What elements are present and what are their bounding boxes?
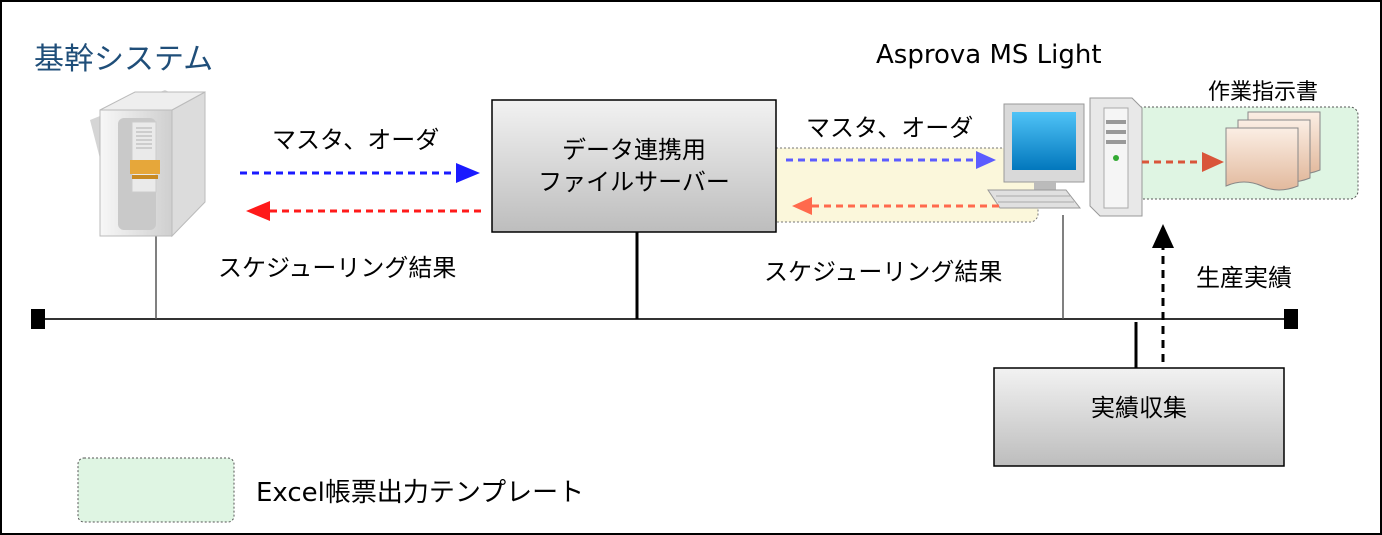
file-server-label: データ連携用 ファイルサーバー bbox=[492, 100, 776, 232]
file-server-box bbox=[491, 99, 777, 233]
core-system-title: 基幹システム bbox=[34, 42, 214, 77]
arrow-master-order-right bbox=[786, 151, 996, 169]
file-server-label-line2: ファイルサーバー bbox=[538, 168, 730, 196]
computer-icon bbox=[987, 97, 1143, 217]
legend-label: Excel帳票出力テンプレート bbox=[256, 478, 585, 508]
document-stack-icon bbox=[1225, 111, 1321, 191]
right-bottom-arrow-label: スケジューリング結果 bbox=[764, 258, 1003, 286]
left-bottom-arrow-label: スケジューリング結果 bbox=[218, 254, 457, 282]
arrow-schedule-result-right bbox=[792, 197, 1002, 215]
legend-swatch bbox=[77, 457, 235, 523]
arrow-master-order-left bbox=[240, 163, 480, 183]
arrow-schedule-result-left bbox=[246, 201, 482, 221]
network-terminator-left bbox=[31, 309, 45, 329]
network-terminator-right bbox=[1284, 309, 1298, 329]
file-server-label-line1: データ連携用 bbox=[561, 135, 706, 164]
asprova-title: Asprova MS Light bbox=[876, 40, 1102, 70]
work-instructions-label: 作業指示書 bbox=[1208, 80, 1319, 105]
results-collection-label: 実績収集 bbox=[1091, 393, 1187, 422]
results-collection-box bbox=[993, 367, 1285, 467]
right-top-arrow-label: マスタ、オーダ bbox=[806, 114, 974, 142]
left-top-arrow-label: マスタ、オーダ bbox=[272, 126, 440, 154]
production-results-label: 生産実績 bbox=[1196, 264, 1292, 292]
arrow-to-work-instructions bbox=[1142, 152, 1224, 172]
server-icon bbox=[90, 90, 206, 238]
arrow-production-results bbox=[1152, 224, 1174, 362]
